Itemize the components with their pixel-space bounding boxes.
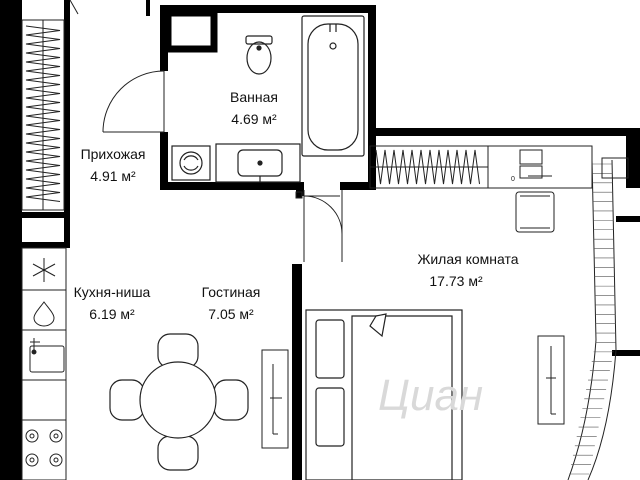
- dining-table: [139, 361, 217, 439]
- room-hallway-area: 4.91 м²: [90, 168, 136, 184]
- desk: 0: [487, 145, 593, 233]
- wall-closet-base2: [18, 242, 70, 248]
- door-living: [303, 190, 343, 262]
- wall-closet-right: [64, 0, 70, 248]
- room-living-name: Гостиная: [202, 284, 261, 300]
- toilet-icon: [245, 35, 273, 75]
- room-hallway-name: Прихожая: [81, 146, 146, 162]
- monitor-icon: [519, 149, 543, 165]
- wall-room-divider: [296, 182, 304, 196]
- snowflake-icon: [32, 258, 56, 282]
- desk-chair-icon: [515, 191, 555, 233]
- wall-room-top: [368, 128, 640, 136]
- door-hinge: [295, 191, 303, 199]
- wardrobe-bedroom: [369, 145, 489, 189]
- wall-bath-bottom-left: [160, 182, 300, 190]
- pillow-top: [315, 319, 345, 379]
- room-bathroom-name: Ванная: [230, 89, 278, 105]
- sink-icon: [215, 143, 301, 183]
- wardrobe-hallway: [21, 19, 65, 211]
- chair-bottom: [157, 435, 199, 471]
- room-living-room-name: Жилая комната: [417, 251, 518, 267]
- wall-closet-base: [18, 212, 70, 218]
- wall-top-mark: [146, 0, 150, 16]
- kitchen-counter: [21, 247, 67, 480]
- wall-bath-left-upper: [160, 5, 168, 71]
- tv-stand-living: [261, 349, 289, 449]
- blanket-fold: [369, 313, 387, 338]
- room-kitchen-area: 6.19 м²: [89, 306, 135, 322]
- room-bathroom-area: 4.69 м²: [231, 111, 277, 127]
- room-labels: Ванная 4.69 м² Прихожая 4.91 м² Кухня-ни…: [74, 89, 519, 322]
- washing-machine-icon: [171, 145, 211, 181]
- wall-bath-bottom-right: [340, 182, 376, 190]
- drop-icon: [33, 301, 55, 327]
- kitchen-sink-icon: [29, 338, 65, 373]
- wall-right-stub-3: [612, 350, 640, 356]
- stove-icon: [25, 429, 63, 467]
- shaft: [164, 9, 218, 53]
- double-bed: [305, 309, 463, 480]
- room-living-room-area: 17.73 м²: [429, 273, 483, 289]
- wall-bath-left-lower: [160, 132, 168, 190]
- tv-mark: 0: [511, 176, 515, 183]
- room-living-area: 7.05 м²: [208, 306, 254, 322]
- wall-bath-top: [160, 5, 376, 13]
- door-bathroom: [102, 70, 165, 133]
- wall-partition: [292, 264, 302, 480]
- dining-set: [109, 333, 249, 471]
- wall-left-outer: [0, 0, 22, 480]
- pillow-bottom: [315, 387, 345, 447]
- balcony-glazing: [567, 159, 617, 480]
- room-kitchen-name: Кухня-ниша: [74, 284, 151, 300]
- wall-bath-right: [368, 5, 376, 190]
- watermark: Циан: [378, 371, 483, 420]
- doors: [69, 0, 343, 262]
- blanket: [351, 315, 453, 480]
- door-entry: [69, 0, 79, 15]
- wall-right-stub-1: [626, 128, 640, 188]
- chair-right: [213, 379, 249, 421]
- tv-stand-bedroom: [537, 335, 565, 425]
- bathroom-fixtures: [171, 15, 365, 183]
- balcony-frame-top: [601, 157, 629, 179]
- bathtub-icon: [301, 15, 365, 157]
- chair-left: [109, 379, 145, 421]
- wall-right-stub-2: [616, 216, 640, 222]
